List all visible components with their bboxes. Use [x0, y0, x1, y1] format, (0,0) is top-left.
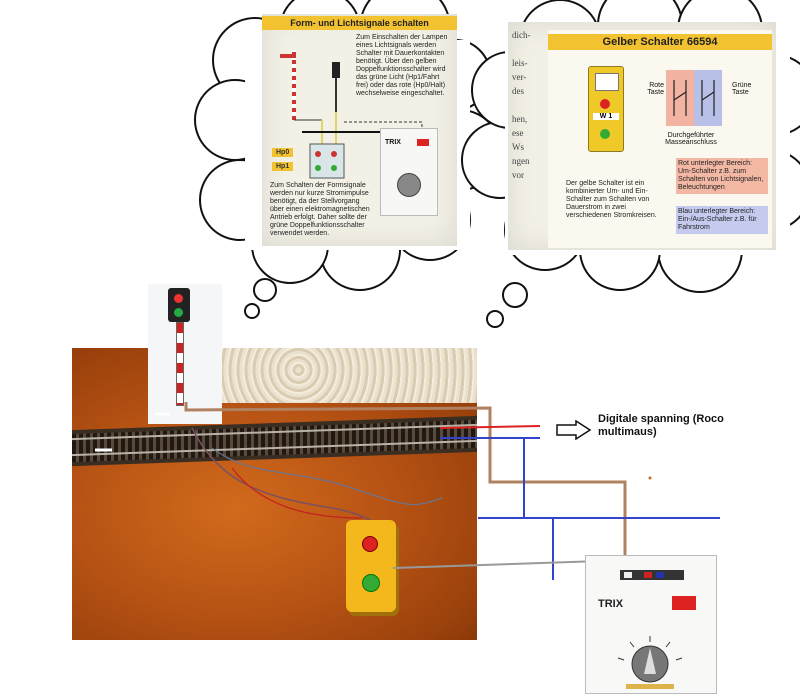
photo-switch-green-button — [362, 574, 380, 592]
tag-hp1: Hp1 — [272, 162, 294, 171]
right-page-margin-text: dich- leis- ver- des hen, ese Ws ngen vo… — [512, 30, 531, 180]
controller-brand: TRIX — [598, 598, 624, 610]
arrow-right-icon — [556, 420, 592, 440]
controller-terminal-strip — [620, 570, 684, 580]
controller-bottom-label-bar — [626, 684, 674, 689]
signal-mast — [176, 322, 184, 406]
red-area-explanation: Rot unterlegter Bereich: Um-Schalter z.B… — [676, 158, 768, 194]
switch-red-button-icon — [600, 99, 610, 109]
right-page-panel: Gelber Schalter 66594 W 1 Rote Taste Grü… — [548, 30, 772, 248]
controller-red-panel — [672, 596, 696, 610]
left-controller-red-panel — [417, 139, 429, 146]
label-ground: Durchgeführter Masseanschluss — [665, 132, 717, 146]
switch-button-label: W 1 — [593, 113, 619, 120]
blue-area-explanation: Blau unterlegter Bereich: Ein-/Aus-Schal… — [676, 206, 768, 234]
switch-schematic-red-area — [666, 70, 694, 126]
photo-switch-red-button — [362, 536, 378, 552]
left-page-controller: TRIX — [380, 128, 438, 216]
right-page-paragraph: Der gelbe Schalter ist ein kombinierter … — [566, 180, 657, 219]
signal-head — [168, 288, 190, 322]
digital-power-label: Digitale spanning (Roco multimaus) — [598, 413, 724, 438]
left-page-title: Form- und Lichtsignale schalten — [262, 16, 457, 30]
left-page-paragraph-top: Zum Einschalten der Lampen eines Lichtsi… — [356, 34, 448, 97]
light-signal-photo — [148, 284, 222, 424]
label-red-button: Rote Taste — [647, 82, 664, 96]
terminal-blue-icon — [656, 572, 664, 578]
left-controller-knob — [397, 173, 421, 197]
terminal-white-icon — [624, 572, 632, 578]
switch-top-dots — [595, 73, 619, 91]
left-book-page: Form- und Lichtsignale schalten Zum Eins… — [262, 14, 457, 246]
layout-photo — [72, 348, 477, 640]
switch-schematic-blue-area — [694, 70, 722, 126]
trix-controller: TRIX — [585, 555, 717, 694]
switch-green-button-icon — [600, 129, 610, 139]
right-page-title: Gelber Schalter 66594 — [548, 34, 772, 50]
label-green-button: Grüne Taste — [732, 82, 752, 96]
right-book-page: dich- leis- ver- des hen, ese Ws ngen vo… — [508, 22, 776, 250]
signal-green-lamp-icon — [174, 308, 183, 317]
left-page-paragraph-bottom: Zum Schalten der Formsignale werden nur … — [270, 182, 370, 237]
signal-red-lamp-icon — [174, 294, 183, 303]
signal-wiring-diagram — [280, 50, 423, 179]
yellow-switch-photo — [346, 520, 396, 612]
switch-schematic-lines — [673, 80, 715, 116]
controller-speed-dial — [617, 636, 683, 683]
yellow-switch-drawing: W 1 — [588, 66, 624, 152]
left-controller-brand: TRIX — [385, 139, 401, 146]
terminal-red-icon — [644, 572, 652, 578]
tag-hp0: Hp0 — [272, 148, 294, 157]
foam-scenery — [222, 348, 477, 403]
